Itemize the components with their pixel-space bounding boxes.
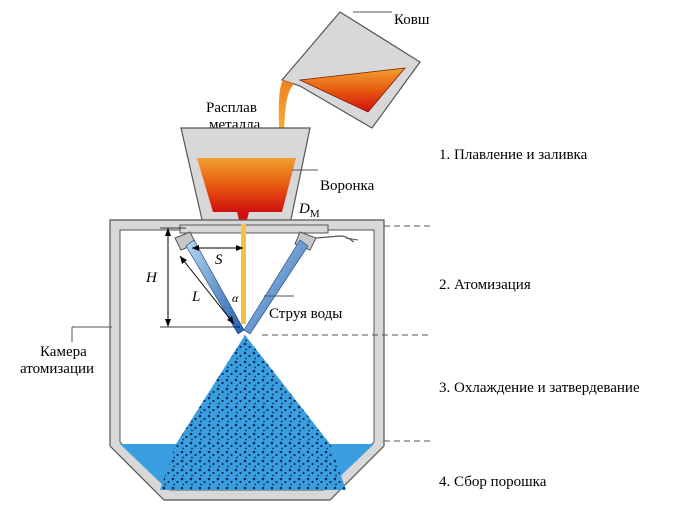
s-symbol: S [215, 252, 223, 268]
chamber-label-line1: Камера [40, 344, 87, 360]
funnel [180, 127, 311, 225]
ladle [280, 11, 421, 129]
melt-label-line1: Расплав [206, 100, 257, 116]
stage-separators [262, 225, 432, 442]
dimension-s [192, 245, 243, 251]
stage-4-label: 4. Сбор порошка [439, 474, 547, 490]
dimension-l [179, 255, 235, 325]
water-jet-label: Струя воды [269, 306, 342, 322]
alpha-symbol: α [232, 291, 239, 305]
nozzle-diameter-label: DM [298, 201, 320, 220]
funnel-label: Воронка [320, 178, 375, 194]
dimension-h [160, 227, 240, 328]
stage-2-label: 2. Атомизация [439, 277, 531, 293]
water-jet-right [243, 239, 309, 335]
stage-1-label: 1. Плавление и заливка [439, 147, 588, 163]
l-symbol: L [191, 289, 200, 305]
chamber-label-line2: атомизации [20, 361, 94, 377]
powder-pile [160, 335, 346, 490]
metal-stream [241, 224, 246, 324]
stage-3-label: 3. Охлаждение и затвердевание [439, 380, 640, 396]
ladle-label: Ковш [394, 12, 430, 28]
h-symbol: H [145, 270, 158, 286]
